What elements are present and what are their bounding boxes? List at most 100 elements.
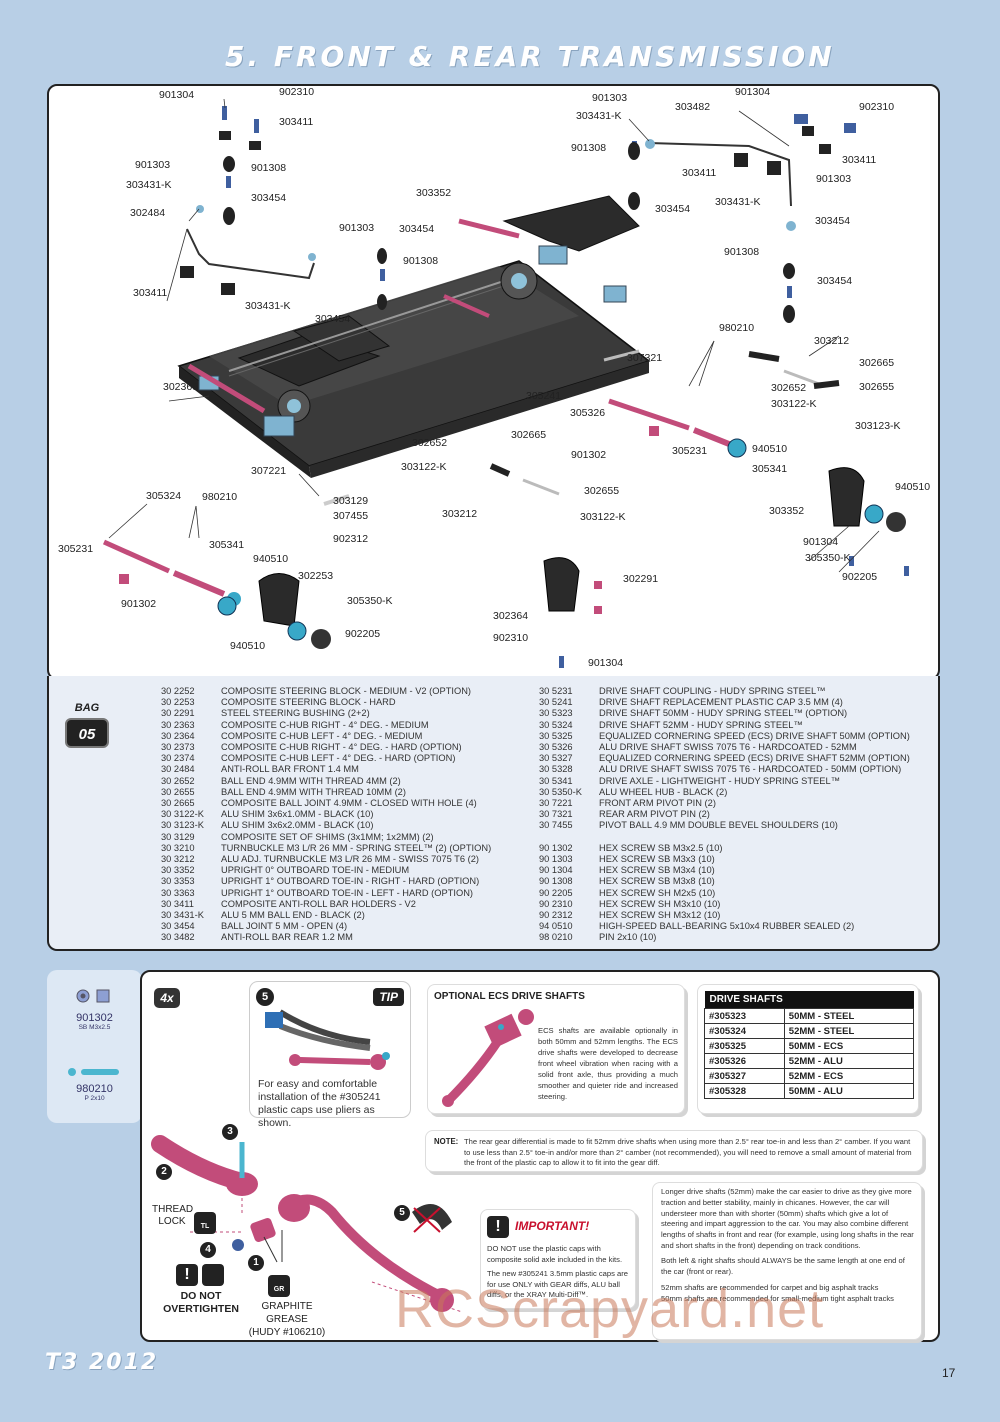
part-label: 901304 — [803, 536, 839, 548]
anti-roll-bar-rear — [645, 139, 796, 231]
part-description: EQUALIZED CORNERING SPEED (ECS) DRIVE SH… — [599, 730, 910, 741]
front-hardware — [219, 106, 387, 310]
shaft-length-paragraph-2: Both left & right shafts should ALWAYS b… — [661, 1255, 905, 1276]
part-description: HEX SCREW SH M3x10 (10) — [599, 898, 721, 909]
part-label: 303411 — [842, 154, 877, 166]
part-description: ALU WHEEL HUB - BLACK (2) — [599, 786, 728, 797]
important-paragraph-1: DO NOT use the plastic caps with composi… — [487, 1244, 623, 1264]
part-code: 90 1302 — [539, 842, 573, 853]
part-description: FRONT ARM PIVOT PIN (2) — [599, 798, 716, 809]
part-label: 303212 — [442, 508, 478, 520]
part-description: HEX SCREW SH M3x12 (10) — [599, 910, 721, 921]
part-label: 302253 — [298, 570, 334, 582]
part-code: 30 3431-K — [161, 910, 204, 921]
bag-badge: BAG 05 — [57, 702, 117, 748]
part-label: 302484 — [130, 207, 166, 219]
overtighten-warning: DO NOT OVERTIGHTEN — [156, 1290, 246, 1316]
part-label: 901302 — [121, 598, 157, 610]
drive-shaft-assembly-drawing — [151, 1135, 463, 1313]
overtighten-label: OVERTIGHTEN — [163, 1303, 239, 1315]
part-description: UPRIGHT 1° OUTBOARD TOE-IN - RIGHT - HAR… — [221, 876, 480, 887]
step-3-marker: 3 — [222, 1124, 238, 1140]
page-title: 5. FRONT & REAR TRANSMISSION — [225, 40, 835, 73]
legend-code: 980210 — [76, 1083, 113, 1095]
thread-lock-label: THREAD LOCK — [152, 1204, 194, 1227]
drive-shaft-code: #305324 — [704, 1023, 785, 1039]
part-code: 30 5341 — [539, 775, 573, 786]
part-label: 901304 — [735, 86, 771, 98]
part-label: 902310 — [493, 632, 529, 644]
part-label: 901302 — [571, 449, 607, 461]
pin-icon — [67, 1065, 123, 1083]
shaft-length-info: Longer drive shafts (52mm) make the car … — [652, 1182, 922, 1340]
part-code: 30 5327 — [539, 753, 573, 764]
drive-shaft-code: #305326 — [704, 1053, 785, 1069]
part-code: 30 3122-K — [161, 809, 204, 820]
part-row: 90 2310 HEX SCREW SH M3x10 (10) — [539, 899, 910, 910]
part-label: 902312 — [333, 533, 369, 545]
part-label: 901303 — [816, 173, 852, 185]
part-code: 30 7455 — [539, 820, 573, 831]
leader-lines — [108, 98, 880, 573]
part-code: 90 2310 — [539, 898, 573, 909]
part-label: 901308 — [403, 255, 439, 267]
drive-shafts-header: DRIVE SHAFTS — [704, 991, 914, 1009]
drive-shaft-spec: 50MM - STEEL — [783, 1008, 915, 1024]
quantity-badge: 4x — [154, 988, 180, 1008]
part-code: 30 7221 — [539, 798, 573, 809]
part-code: 30 2364 — [161, 730, 195, 741]
shaft-length-paragraph-3: 52mm shafts are recommended for carpet a… — [661, 1283, 879, 1293]
page-number: 17 — [942, 1366, 956, 1380]
part-label: 305231 — [672, 445, 708, 457]
part-label: 302655 — [584, 485, 620, 497]
drive-shaft-code: #305325 — [704, 1038, 785, 1054]
grease-line-2: (HUDY #106210) — [248, 1327, 326, 1338]
part-description: COMPOSITE C-HUB RIGHT - 4° DEG. - HARD (… — [221, 742, 462, 753]
part-description: BALL JOINT 5 MM - OPEN (4) — [221, 921, 348, 932]
grease-line-1: GRAPHITE GREASE — [261, 1301, 313, 1325]
part-label: 303431-K — [245, 300, 291, 312]
part-description: BALL END 4.9MM WITH THREAD 4MM (2) — [221, 775, 401, 786]
part-label: 940510 — [253, 553, 289, 565]
part-label: 901308 — [724, 246, 760, 258]
part-label: 303212 — [814, 335, 850, 347]
drive-shaft-spec: 52MM - ALU — [783, 1053, 915, 1069]
part-description: ALU DRIVE SHAFT SWISS 7075 T6 - HARDCOAT… — [599, 764, 902, 775]
part-label: 303122-K — [401, 461, 447, 473]
part-label: 980210 — [719, 322, 755, 334]
part-label: 307455 — [333, 510, 369, 522]
part-code: 30 2484 — [161, 764, 195, 775]
part-code: 30 5326 — [539, 742, 573, 753]
thread-lock-badge: TL — [194, 1212, 216, 1234]
part-label: 940510 — [895, 481, 931, 493]
part-label: 302652 — [771, 382, 807, 394]
bag-number: 05 — [65, 718, 109, 748]
part-row: 30 7221 FRONT ARM PIVOT PIN (2) — [539, 798, 910, 809]
part-description: STEEL STEERING BUSHING (2+2) — [221, 708, 370, 719]
legend-item-pin: 980210 P 2x10 — [47, 1083, 142, 1102]
part-description: COMPOSITE BALL JOINT 4.9MM - CLOSED WITH… — [221, 798, 477, 809]
part-label: 302291 — [623, 573, 659, 585]
warning-icon: ! — [487, 1216, 509, 1238]
note-label: NOTE: — [434, 1137, 459, 1146]
part-label: 303454 — [251, 192, 287, 204]
